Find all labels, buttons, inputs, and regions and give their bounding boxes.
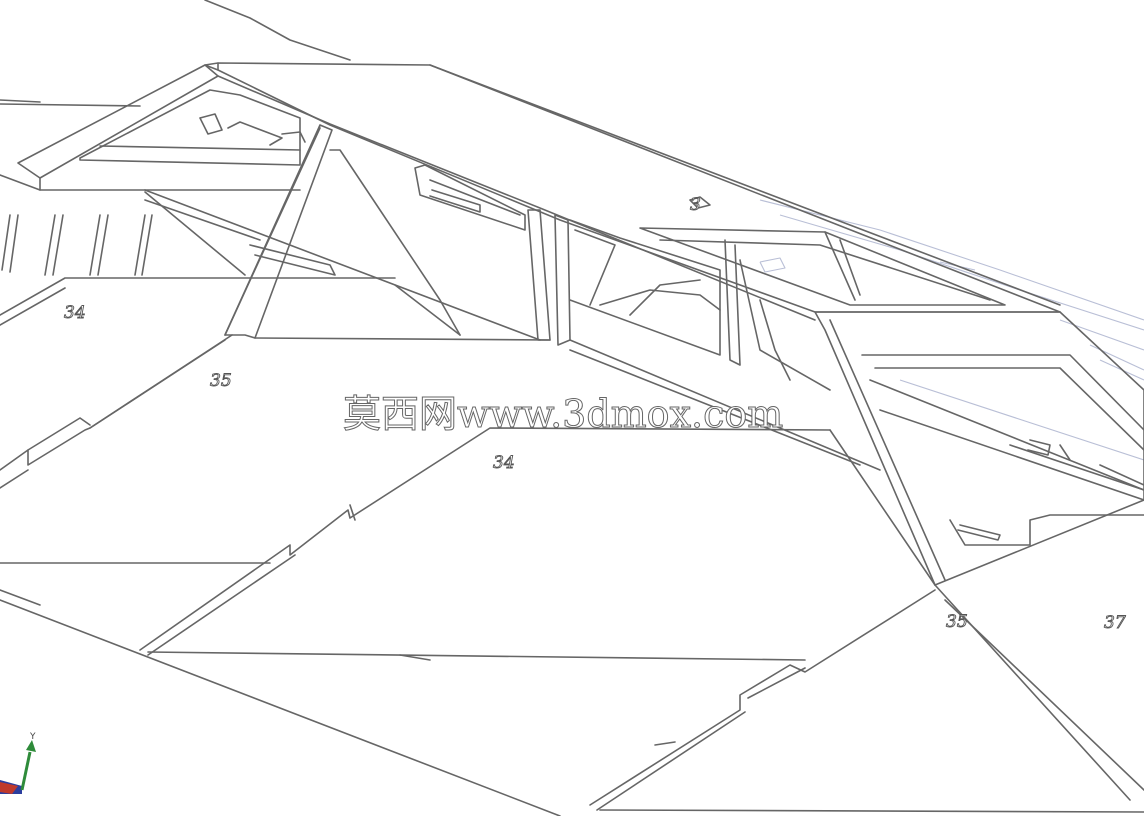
part-label-d: 3 (690, 195, 701, 215)
left-strut (144, 124, 551, 341)
part-label-e: 35 (946, 612, 968, 632)
y-axis-arrow (20, 751, 32, 791)
y-axis-arrowhead (26, 740, 36, 752)
part-label-a: 34 (64, 303, 86, 323)
left-frame (0, 64, 306, 191)
centre-window (414, 164, 881, 471)
right-side-frame (814, 311, 1144, 586)
part-label-f: 37 (1104, 613, 1126, 633)
hidden-lines (759, 199, 1144, 461)
part-label-c: 34 (493, 453, 515, 473)
site-watermark: 莫西网www.3dmox.com (342, 392, 784, 437)
right-window (639, 196, 1006, 391)
left-slats (1, 214, 153, 276)
x-axis-arrow (0, 782, 18, 794)
part-label-b: 35 (210, 371, 232, 391)
upper-edges (0, 0, 351, 107)
base-plates (0, 277, 1144, 816)
axis-triad-icon: Y (0, 732, 36, 794)
part-numbers: 34 35 34 3 35 37 (64, 195, 1127, 634)
y-axis-label: Y (29, 732, 36, 742)
